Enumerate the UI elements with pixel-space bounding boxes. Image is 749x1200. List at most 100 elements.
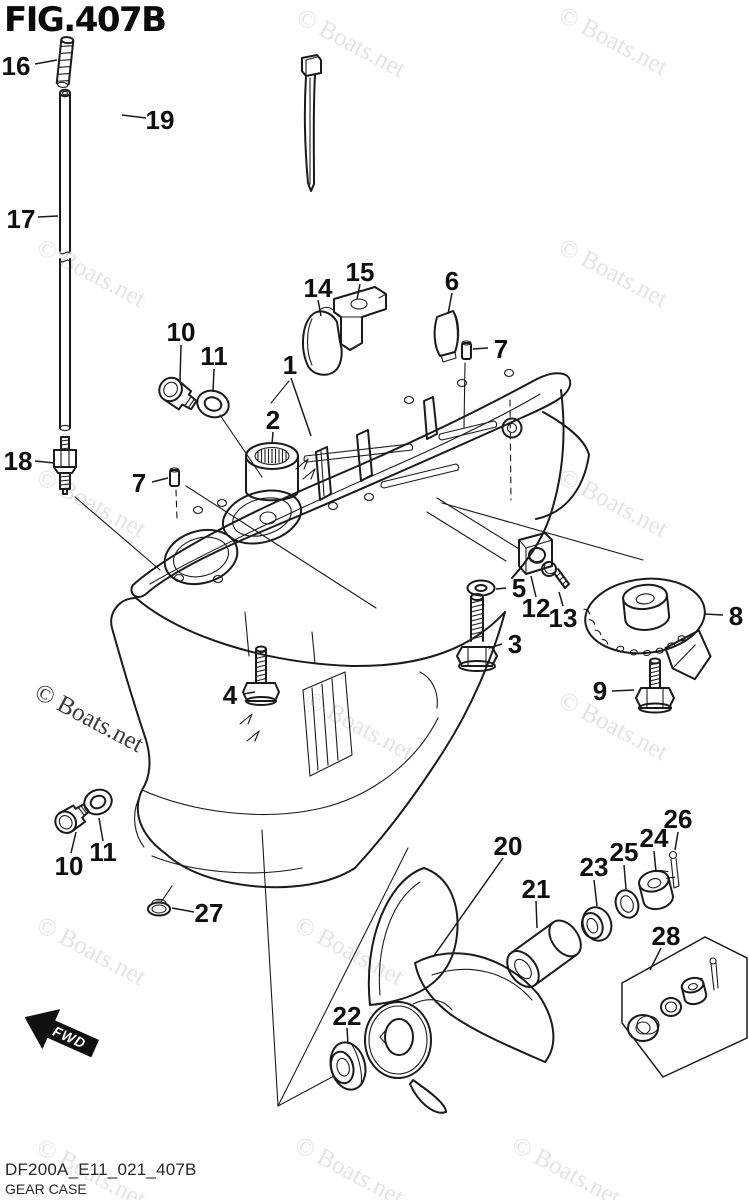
callout-number: 3 bbox=[508, 629, 522, 659]
callout-number: 23 bbox=[580, 852, 609, 882]
part-trim-tab bbox=[583, 577, 712, 681]
drawing-code: DF200A_E11_021_407B bbox=[5, 1160, 197, 1179]
watermark: © Boats.net bbox=[290, 911, 408, 991]
callout-10: 10 bbox=[55, 831, 83, 881]
callout-number: 25 bbox=[610, 837, 639, 867]
callout-leader-line bbox=[488, 643, 503, 649]
part-prop-kit-28 bbox=[621, 936, 748, 1078]
part-anode bbox=[433, 310, 460, 363]
callout-number: 14 bbox=[304, 273, 333, 303]
part-water-pickup-bracket bbox=[333, 286, 387, 351]
part-bearing-bushing bbox=[245, 442, 299, 502]
figure-title: FIG.407B bbox=[4, 0, 167, 40]
callout-number: 4 bbox=[223, 680, 238, 710]
watermark: © Boats.net bbox=[32, 911, 150, 991]
watermark: © Boats.net bbox=[507, 1131, 625, 1200]
callout-25: 25 bbox=[610, 837, 639, 890]
callout-number: 1 bbox=[283, 350, 297, 380]
callout-17: 17 bbox=[7, 204, 59, 234]
callout-number: 28 bbox=[652, 921, 681, 951]
watermark: © Boats.net bbox=[292, 3, 410, 83]
watermark: © Boats.net bbox=[554, 463, 672, 543]
part-gear-case-housing bbox=[110, 368, 644, 1107]
callout-15: 15 bbox=[346, 257, 375, 300]
callout-14: 14 bbox=[304, 273, 333, 317]
part-spacer-21 bbox=[506, 919, 582, 988]
callout-number: 12 bbox=[522, 593, 551, 623]
part-speedo-joint bbox=[53, 436, 161, 571]
callout-leader-line bbox=[432, 857, 504, 958]
callout-number: 5 bbox=[512, 573, 526, 603]
callout-number: 15 bbox=[346, 257, 375, 287]
watermark: © Boats.net bbox=[290, 1131, 408, 1200]
callout-11: 11 bbox=[200, 341, 228, 393]
part-stopper-23 bbox=[580, 906, 613, 942]
callout-number: 21 bbox=[522, 874, 551, 904]
callout-leader-line bbox=[495, 587, 507, 590]
part-drive-shaft bbox=[59, 88, 71, 432]
callout-number: 13 bbox=[549, 603, 578, 633]
callout-26: 26 bbox=[664, 804, 693, 851]
callout-leader-line bbox=[593, 879, 598, 907]
part-pin-left bbox=[169, 467, 180, 520]
part-washer-25 bbox=[614, 889, 640, 919]
callout-leader-line bbox=[179, 344, 182, 382]
callout-number: 11 bbox=[200, 341, 228, 371]
part-washer-lower bbox=[83, 788, 113, 816]
callout-leader-line bbox=[447, 292, 453, 315]
callout-23: 23 bbox=[580, 852, 609, 907]
callout-leader-line bbox=[317, 299, 322, 317]
callout-leader-line bbox=[34, 59, 58, 65]
callout-number: 8 bbox=[729, 601, 743, 631]
watermark: © Boats.net bbox=[554, 233, 672, 313]
callout-6: 6 bbox=[445, 266, 459, 315]
callout-19: 19 bbox=[121, 105, 174, 135]
part-plug-27 bbox=[147, 898, 171, 917]
callout-leader-line bbox=[70, 831, 77, 854]
watermark: © Boats.net bbox=[32, 233, 150, 313]
callout-number: 17 bbox=[7, 204, 36, 234]
callout-27: 27 bbox=[171, 898, 223, 928]
callout-leader-line bbox=[171, 907, 195, 913]
callout-leader-line bbox=[703, 613, 724, 616]
watermark: © Boats.net bbox=[554, 1, 672, 81]
fwd-direction-arrow: FWD bbox=[24, 1009, 99, 1058]
callout-number: 18 bbox=[4, 446, 33, 476]
callout-leader-line bbox=[37, 215, 59, 218]
callout-number: 2 bbox=[266, 405, 280, 435]
callout-leader-line bbox=[151, 477, 169, 483]
callout-leader-line bbox=[34, 460, 55, 464]
callout-4: 4 bbox=[223, 680, 256, 710]
part-washer-upper bbox=[196, 389, 230, 419]
part-bolt-9 bbox=[635, 657, 675, 714]
callout-10: 10 bbox=[167, 317, 195, 382]
callout-leader-line bbox=[611, 689, 635, 692]
callout-5: 5 bbox=[495, 573, 526, 603]
callout-number: 20 bbox=[494, 831, 523, 861]
part-prop-nut-24 bbox=[638, 869, 675, 911]
callout-number: 22 bbox=[333, 1001, 362, 1031]
callout-leader-line bbox=[653, 850, 657, 873]
callout-13: 13 bbox=[549, 591, 578, 633]
part-threaded-joint bbox=[55, 36, 75, 88]
part-bolt-4 bbox=[242, 645, 280, 706]
callout-leader-line bbox=[346, 1027, 349, 1045]
part-clamp-block bbox=[518, 532, 553, 575]
callout-leader-line bbox=[356, 283, 361, 300]
callout-16: 16 bbox=[2, 51, 58, 81]
drawing-footer: DF200A_E11_021_407B GEAR CASE bbox=[5, 1160, 197, 1197]
part-screw-13 bbox=[541, 561, 570, 589]
callout-20: 20 bbox=[432, 831, 523, 958]
callout-number: 7 bbox=[132, 468, 146, 498]
part-washer-5 bbox=[466, 579, 496, 597]
part-plug-lower bbox=[54, 803, 90, 834]
callout-12: 12 bbox=[522, 575, 551, 623]
callout-number: 26 bbox=[664, 804, 693, 834]
callout-2: 2 bbox=[266, 405, 280, 445]
part-thrust-bushing-22 bbox=[329, 1041, 367, 1091]
callout-leader-line bbox=[212, 368, 215, 393]
callout-leader-line bbox=[121, 114, 147, 119]
